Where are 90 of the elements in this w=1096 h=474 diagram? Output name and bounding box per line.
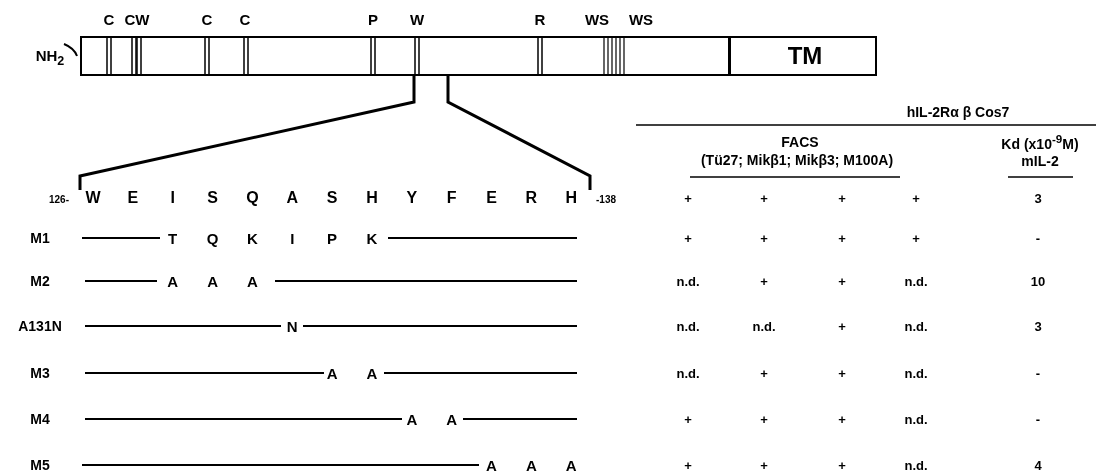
residue-label: WS xyxy=(584,11,610,27)
sequence-residue: S xyxy=(326,190,338,206)
table-cell: n.d. xyxy=(752,319,776,333)
table-cell: 3 xyxy=(1034,319,1042,333)
mutation-residue: A xyxy=(565,457,577,473)
mutation-residue: A xyxy=(326,365,338,381)
table-cell: + xyxy=(684,191,692,205)
table-cell: + xyxy=(838,366,846,380)
residue-label: WS xyxy=(628,11,654,27)
table-cell: + xyxy=(912,231,920,245)
sequence-residue: H xyxy=(565,190,577,206)
sequence-residue: I xyxy=(170,190,175,206)
position-number: -138 xyxy=(596,195,616,205)
table-cell: n.d. xyxy=(904,458,928,472)
table-cell: + xyxy=(912,191,920,205)
table-header: Kd (x10$^{-9}$M) xyxy=(1001,133,1079,151)
sequence-residue: A xyxy=(286,190,299,206)
table-cell: n.d. xyxy=(904,319,928,333)
residue-label: C xyxy=(201,11,213,27)
table-cell: 10 xyxy=(1030,274,1046,288)
table-cell: n.d. xyxy=(676,366,700,380)
residue-label: CW xyxy=(124,11,150,27)
table-cell: n.d. xyxy=(904,274,928,288)
sequence-residue: R xyxy=(525,190,538,206)
table-cell: - xyxy=(1035,231,1041,245)
mutant-name: M3 xyxy=(30,366,50,380)
mutant-name: A131N xyxy=(18,319,62,333)
sequence-residue: W xyxy=(85,190,101,206)
table-cell: + xyxy=(760,412,768,426)
mutation-residue: T xyxy=(168,230,178,246)
residue-label: R xyxy=(534,11,546,27)
table-header: hIL-2Rα β Cos7 xyxy=(906,105,1010,119)
table-cell: + xyxy=(838,412,846,426)
position-number: 126- xyxy=(49,195,69,205)
table-cell: + xyxy=(684,231,692,245)
table-cell: n.d. xyxy=(904,412,928,426)
table-header: FACS xyxy=(781,135,819,149)
sequence-residue: S xyxy=(207,190,218,206)
table-cell: n.d. xyxy=(904,366,928,380)
table-cell: n.d. xyxy=(676,319,700,333)
residue-label: C xyxy=(103,11,115,27)
table-cell: + xyxy=(760,231,768,245)
mutant-name: M1 xyxy=(30,231,50,245)
mutation-residue: K xyxy=(246,230,258,246)
residue-label: W xyxy=(409,11,425,27)
table-cell: - xyxy=(1035,366,1041,380)
mutation-residue: A xyxy=(446,411,458,427)
table-cell: + xyxy=(760,274,768,288)
mutation-residue: N xyxy=(286,318,298,334)
mutation-residue: A xyxy=(366,365,378,381)
table-header: mIL-2 xyxy=(1021,154,1059,168)
table-header: (Tü27; Mikβ1; Mikβ3; M100A) xyxy=(700,153,894,167)
residue-label: C xyxy=(239,11,251,27)
mutant-name: M5 xyxy=(30,458,50,472)
mutation-residue: A xyxy=(207,273,218,289)
table-cell: + xyxy=(838,458,846,472)
table-cell: + xyxy=(838,319,846,333)
table-cell: n.d. xyxy=(676,274,700,288)
table-cell: + xyxy=(684,458,692,472)
sequence-residue: H xyxy=(366,190,378,206)
table-cell: + xyxy=(760,366,768,380)
mutation-residue: K xyxy=(366,230,378,246)
mutation-residue: P xyxy=(327,230,338,246)
mutation-residue: Q xyxy=(206,230,219,246)
sequence-residue: Y xyxy=(406,190,418,206)
table-cell: + xyxy=(684,412,692,426)
domain-label: TM xyxy=(787,42,823,70)
sequence-residue: Q xyxy=(246,190,259,206)
terminus-label: NH$_{2}$ xyxy=(35,48,65,68)
sequence-residue: F xyxy=(446,190,457,206)
residue-label: P xyxy=(368,11,378,27)
protein-bar xyxy=(80,36,877,76)
mutation-residue: I xyxy=(290,230,295,246)
table-cell: + xyxy=(838,274,846,288)
mutation-residue: A xyxy=(486,457,497,473)
sequence-residue: E xyxy=(127,190,139,206)
mutation-residue: A xyxy=(525,457,537,473)
table-cell: + xyxy=(760,191,768,205)
mutant-name: M2 xyxy=(30,274,50,288)
table-cell: + xyxy=(838,191,846,205)
mutation-residue: A xyxy=(246,273,258,289)
mutation-residue: A xyxy=(167,273,179,289)
mutant-name: M4 xyxy=(30,412,50,426)
table-cell: + xyxy=(760,458,768,472)
table-cell: - xyxy=(1035,412,1041,426)
table-cell: 4 xyxy=(1034,458,1042,472)
table-cell: 3 xyxy=(1034,191,1042,205)
mutation-residue: A xyxy=(406,411,418,427)
table-cell: + xyxy=(838,231,846,245)
sequence-residue: E xyxy=(486,190,497,206)
